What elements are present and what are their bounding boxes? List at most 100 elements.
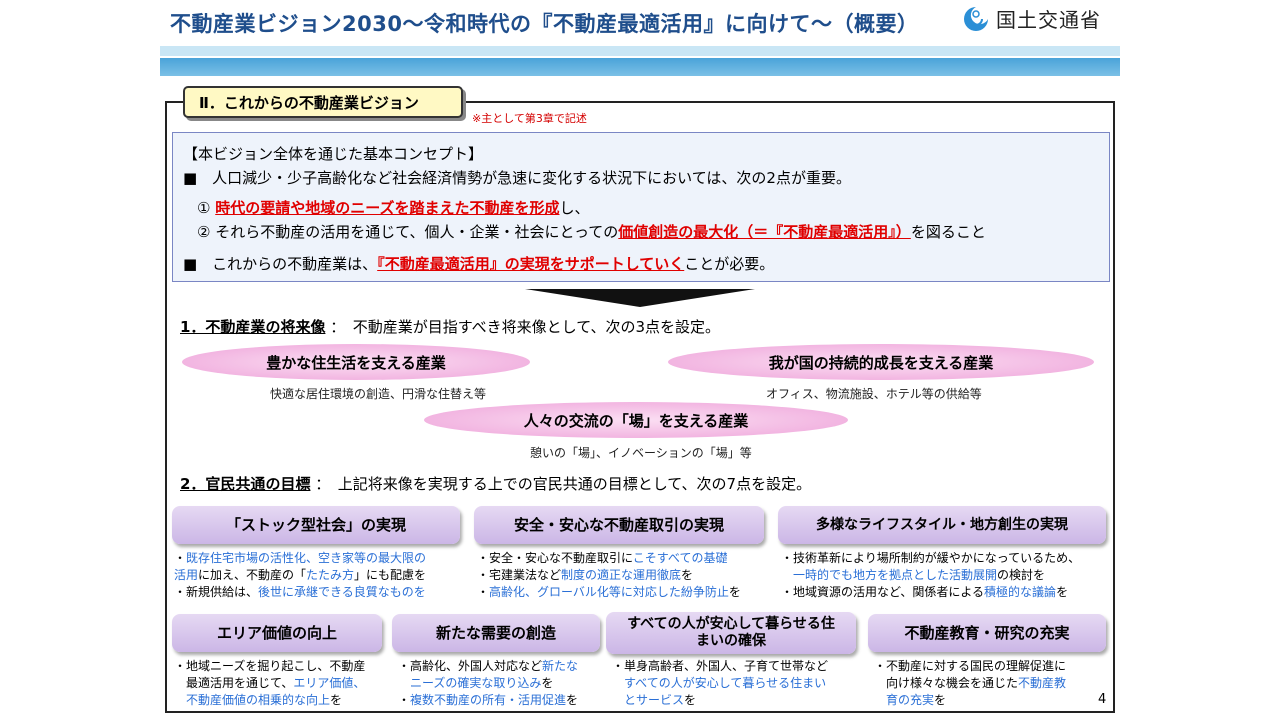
emphasis-text: 不動産教 bbox=[1018, 676, 1067, 690]
header-band-light bbox=[160, 46, 1120, 56]
emphasis-text: 既存住宅市場の活性化、空き家等の最大限の bbox=[186, 551, 427, 565]
concept-line-1: ■ 人口減少・少子高齢化など社会経済情勢が急速に変化する状況下においては、次の2… bbox=[183, 169, 851, 187]
desc-text: 向け様々な機会を通じた bbox=[874, 676, 1019, 690]
future-item-1-sub: 快適な居住環境の創造、円滑な住替え等 bbox=[270, 387, 487, 401]
emphasis-text: すべての人が安心して暮らせる住まい bbox=[624, 676, 827, 690]
item-2-number: ② bbox=[197, 223, 211, 241]
desc-text: ・安全・安心な不動産取引に bbox=[477, 551, 633, 565]
header-band-blue bbox=[160, 58, 1120, 76]
future-desc: ： 不動産業が目指すべき将来像として、次の3点を設定。 bbox=[330, 318, 721, 336]
desc-text: ・地域資源の活用など、関係者による bbox=[781, 585, 985, 599]
goal-box-4: エリア価値の向上 bbox=[172, 614, 382, 652]
future-heading: 1．不動産業の将来像 bbox=[180, 318, 326, 336]
emphasis-text: 制度の適正な運用徹底 bbox=[561, 568, 682, 582]
goal-desc-line: ・技術革新により場所制約が緩やかになっているため、 bbox=[781, 550, 1080, 567]
emphasis-text: 高齢化、グローバル化等に対応した紛争防止 bbox=[489, 585, 729, 599]
future-section-heading: 1．不動産業の将来像 ： 不動産業が目指すべき将来像として、次の3点を設定。 bbox=[180, 316, 720, 337]
goal-box-7: 不動産教育・研究の充実 bbox=[868, 614, 1106, 652]
desc-text: を bbox=[541, 676, 554, 690]
emphasis-text: 一時的でも地方を拠点とした活動展開 bbox=[793, 568, 998, 582]
content-frame bbox=[165, 101, 1115, 713]
concept-heading: 【本ビジョン全体を通じた基本コンセプト】 bbox=[183, 145, 484, 163]
down-arrow-icon bbox=[525, 289, 755, 307]
emphasis-text: 積極的な議論 bbox=[984, 585, 1057, 599]
page-number: 4 bbox=[1098, 692, 1107, 707]
desc-text: ・単身高齢者、外国人、子育て世帯など bbox=[612, 659, 829, 673]
emphasis-text: たたみ方 bbox=[306, 568, 355, 582]
emphasis-text: ニーズの確実な取り込み bbox=[410, 676, 542, 690]
goal-desc-line: 育の充実を bbox=[874, 692, 1066, 709]
concept-item-2: ② それら不動産の活用を通じて、個人・企業・社会にとっての価値創造の最大化（＝『… bbox=[197, 221, 986, 242]
desc-text bbox=[781, 568, 793, 582]
emphasis-text: 後世に承継できる良質なものを bbox=[258, 585, 426, 599]
goals-desc: ： 上記将来像を実現する上での官民共通の目標として、次の7点を設定。 bbox=[315, 475, 812, 493]
goal-desc-line: すべての人が安心して暮らせる住まい bbox=[612, 675, 828, 692]
goal-desc-line: 一時的でも地方を拠点とした活動展開の検討を bbox=[781, 567, 1080, 584]
future-item-1: 豊かな住生活を支える産業 bbox=[182, 344, 530, 380]
section-title: Ⅱ．これからの不動産業ビジョン bbox=[183, 86, 463, 118]
emphasis-text: 新たな bbox=[542, 659, 579, 673]
goal-desc-line: ・既存住宅市場の活性化、空き家等の最大限の bbox=[174, 550, 426, 567]
concept-line-4: ■ これからの不動産業は、『不動産最適活用』の実現をサポートしていくことが必要。 bbox=[183, 253, 774, 274]
ministry-logo: 国土交通省 bbox=[962, 4, 1101, 33]
desc-text: を bbox=[684, 693, 697, 707]
goal-box-2: 安全・安心な不動産取引の実現 bbox=[474, 506, 764, 544]
desc-text bbox=[612, 693, 624, 707]
goal-desc-5: ・高齢化、外国人対応など新たな ニーズの確実な取り込みを・複数不動産の所有・活用… bbox=[398, 658, 578, 709]
goal-desc-line: ・地域ニーズを掘り起こし、不動産 bbox=[174, 658, 365, 675]
goal-desc-line: 活用に加え、不動産の「たたみ方」にも配慮を bbox=[174, 567, 426, 584]
item-2-pre: それら不動産の活用を通じて、個人・企業・社会にとっての bbox=[215, 223, 619, 241]
goal-desc-line: とサービスを bbox=[612, 692, 828, 709]
item-1-rest: し、 bbox=[559, 199, 590, 217]
emphasis-text: とサービス bbox=[624, 693, 685, 707]
desc-text: 」にも配慮を bbox=[354, 568, 427, 582]
goal-desc-4: ・地域ニーズを掘り起こし、不動産 最適活用を通じて、エリア価値、 不動産価値の相… bbox=[174, 658, 365, 709]
desc-text: ・ bbox=[174, 551, 187, 565]
goal-desc-line: ・不動産に対する国民の理解促進に bbox=[874, 658, 1066, 675]
desc-text: を bbox=[681, 568, 694, 582]
goal-desc-line: ・新規供給は、後世に承継できる良質なものを bbox=[174, 584, 426, 601]
future-item-3-sub: 憩いの「場」、イノベーションの「場」等 bbox=[530, 446, 752, 460]
goal-desc-line: ・宅建業法など制度の適正な運用徹底を bbox=[477, 567, 741, 584]
goal-desc-line: 最適活用を通じて、エリア価値、 bbox=[174, 675, 365, 692]
item-1-emphasis: 時代の要請や地域のニーズを踏まえた不動産を形成 bbox=[215, 199, 560, 217]
desc-text: を bbox=[566, 693, 579, 707]
desc-text bbox=[874, 693, 886, 707]
goal-desc-line: 不動産価値の相乗的な向上を bbox=[174, 692, 365, 709]
goal-box-6: すべての人が安心して暮らせる住まいの確保 bbox=[606, 612, 856, 654]
concept-box: 【本ビジョン全体を通じた基本コンセプト】 ■ 人口減少・少子高齢化など社会経済情… bbox=[172, 132, 1110, 282]
future-item-2-sub: オフィス、物流施設、ホテル等の供給等 bbox=[766, 387, 982, 401]
desc-text: ・地域ニーズを掘り起こし、不動産 bbox=[174, 659, 366, 673]
desc-text: を bbox=[728, 585, 741, 599]
desc-text: ・ bbox=[398, 693, 411, 707]
emphasis-text: 活用 bbox=[174, 568, 199, 582]
item-1-number: ① bbox=[197, 199, 211, 217]
item-2-emphasis: 価値創造の最大化（＝『不動産最適活用』） bbox=[618, 223, 911, 241]
mlit-logo-icon bbox=[964, 6, 988, 31]
concept-item-1: ① 時代の要請や地域のニーズを踏まえた不動産を形成し、 bbox=[197, 197, 590, 218]
future-item-3: 人々の交流の「場」を支える産業 bbox=[424, 402, 848, 438]
desc-text: ・ bbox=[477, 585, 490, 599]
goal-box-1: 「ストック型社会」の実現 bbox=[172, 506, 460, 544]
desc-text bbox=[398, 676, 410, 690]
emphasis-text: エリア価値、 bbox=[293, 676, 366, 690]
future-item-2: 我が国の持続的成長を支える産業 bbox=[668, 344, 1094, 380]
desc-text: に加え、不動産の「 bbox=[198, 568, 307, 582]
goal-desc-3: ・技術革新により場所制約が緩やかになっているため、 一時的でも地方を拠点とした活… bbox=[781, 550, 1080, 601]
desc-text bbox=[612, 676, 624, 690]
goal-desc-line: ・安全・安心な不動産取引にこそすべての基礎 bbox=[477, 550, 741, 567]
goal-box-5: 新たな需要の創造 bbox=[392, 614, 600, 652]
desc-text: ・不動産に対する国民の理解促進に bbox=[874, 659, 1067, 673]
emphasis-text: こそすべての基礎 bbox=[632, 551, 728, 565]
goal-desc-6: ・単身高齢者、外国人、子育て世帯など すべての人が安心して暮らせる住まい とサー… bbox=[612, 658, 828, 709]
desc-text bbox=[174, 693, 186, 707]
page-title: 不動産業ビジョン2030〜令和時代の『不動産最適活用』に向けて〜（概要） bbox=[170, 12, 919, 36]
desc-text: を bbox=[1056, 585, 1069, 599]
goals-section-heading: 2．官民共通の目標 ： 上記将来像を実現する上での官民共通の目標として、次の7点… bbox=[180, 473, 811, 494]
ministry-name: 国土交通省 bbox=[996, 8, 1101, 32]
goal-desc-line: ・高齢化、外国人対応など新たな bbox=[398, 658, 578, 675]
desc-text: ・高齢化、外国人対応など bbox=[398, 659, 543, 673]
line-4-emphasis: 『不動産最適活用』の実現をサポートしていく bbox=[377, 255, 685, 273]
goals-heading: 2．官民共通の目標 bbox=[180, 475, 311, 493]
desc-text: を bbox=[934, 693, 947, 707]
